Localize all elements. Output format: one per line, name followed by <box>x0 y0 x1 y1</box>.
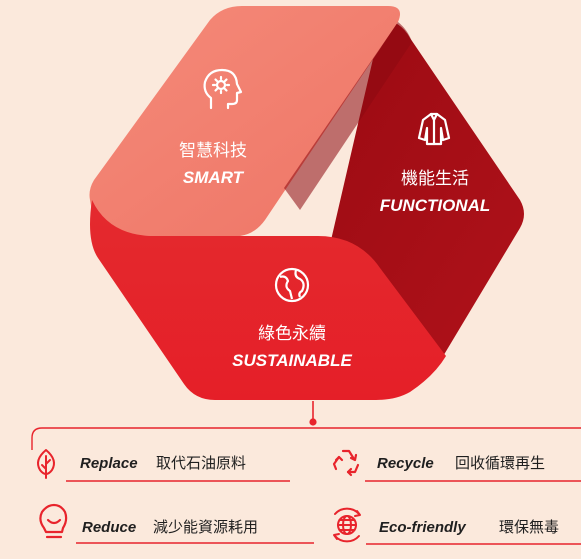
smart-label-en: SMART <box>183 168 245 187</box>
jacket-icon <box>417 112 451 146</box>
eco-label-cn: 環保無毒 <box>499 518 559 536</box>
sustainable-label-cn: 綠色永續 <box>258 324 326 344</box>
recycle-icon <box>332 449 360 477</box>
reduce-label-cn: 減少能資源耗用 <box>153 518 258 536</box>
sustainable-segment <box>90 200 446 400</box>
lightbulb-icon <box>39 503 68 539</box>
smart-label-cn: 智慧科技 <box>179 141 247 161</box>
smart-segment <box>89 6 401 236</box>
connector <box>31 401 581 450</box>
functional-label-cn: 機能生活 <box>401 169 469 189</box>
recycle-label-en: Recycle <box>377 455 434 472</box>
globe-icon <box>274 267 310 303</box>
replace-label-en: Replace <box>80 455 138 472</box>
functional-fold <box>284 22 412 210</box>
eco-globe-icon <box>333 507 361 543</box>
eco-label-en: Eco-friendly <box>379 519 466 536</box>
sustainable-label-en: SUSTAINABLE <box>232 351 352 370</box>
brain-gear-icon <box>203 68 243 110</box>
replace-label-cn: 取代石油原料 <box>156 454 246 472</box>
leaf-icon <box>37 449 55 479</box>
reduce-label-en: Reduce <box>82 519 136 536</box>
recycle-label-cn: 回收循環再生 <box>455 454 545 472</box>
functional-label-en: FUNCTIONAL <box>380 196 490 215</box>
